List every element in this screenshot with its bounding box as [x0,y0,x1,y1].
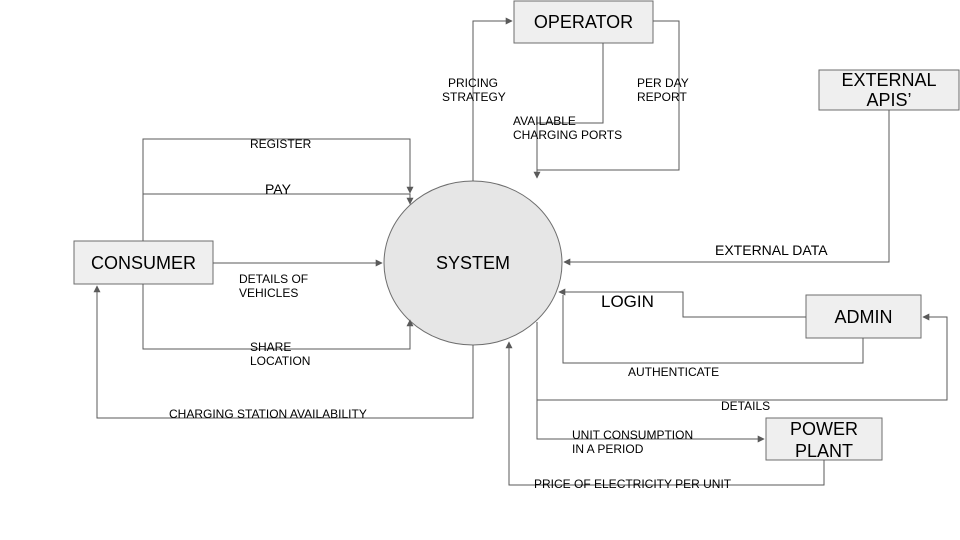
external-apis-label-line2: APIS’ [866,90,911,110]
login-arrow [558,288,806,318]
pricing-strategy-arrow [472,17,513,181]
external-data-arrow [563,110,890,266]
register-label: REGISTER [250,137,312,151]
pricing-strategy-label-line1: PRICING [448,76,498,90]
details-arrow [536,313,948,401]
unit-consumption-label-line1: UNIT CONSUMPTION [572,428,693,442]
pay-arrow [143,193,414,205]
details-label: DETAILS [721,399,770,413]
login-label: LOGIN [601,292,654,311]
system-node: SYSTEM [383,180,563,346]
per-day-report-label-line1: PER DAY [637,76,689,90]
operator-label: OPERATOR [534,12,633,32]
charging-station-availability-label: CHARGING STATION AVAILABILITY [169,407,367,421]
external-data-label: EXTERNAL DATA [715,242,828,258]
register-arrow [142,138,414,241]
consumer-label: CONSUMER [91,253,196,273]
power-plant-label-line1: POWER [790,419,858,439]
operator-node: OPERATOR [513,0,654,44]
power-plant-node: POWER PLANT [765,417,883,461]
power-plant-label-line2: PLANT [795,441,853,461]
price-of-electricity-arrow [505,341,825,486]
details-of-vehicles-label-line2: VEHICLES [239,286,298,300]
details-of-vehicles-label-line1: DETAILS OF [239,272,308,286]
share-location-label-line2: LOCATION [250,354,310,368]
pricing-strategy-label-line2: STRATEGY [442,90,506,104]
authenticate-line [562,295,864,364]
external-apis-label-line1: EXTERNAL [841,70,936,90]
available-charging-ports-label-line1: AVAILABLE [513,114,576,128]
per-day-report-arrow [533,20,680,179]
system-label: SYSTEM [436,253,510,273]
unit-consumption-label-line2: IN A PERIOD [572,442,644,456]
available-charging-ports-label-line2: CHARGING PORTS [513,128,622,142]
available-charging-ports-line [536,43,604,170]
external-apis-node: EXTERNAL APIS’ [818,69,960,111]
pay-label: PAY [265,181,292,197]
unit-consumption-arrow [536,400,765,443]
share-location-label-line1: SHARE [250,340,291,354]
admin-node: ADMIN [805,294,922,339]
admin-label: ADMIN [835,307,893,327]
consumer-node: CONSUMER [73,240,214,285]
per-day-report-label-line2: REPORT [637,90,687,104]
authenticate-label: AUTHENTICATE [628,365,719,379]
price-of-electricity-label: PRICE OF ELECTRICITY PER UNIT [534,477,732,491]
charging-station-availability-arrow [93,285,474,419]
share-location-arrow [142,284,414,350]
